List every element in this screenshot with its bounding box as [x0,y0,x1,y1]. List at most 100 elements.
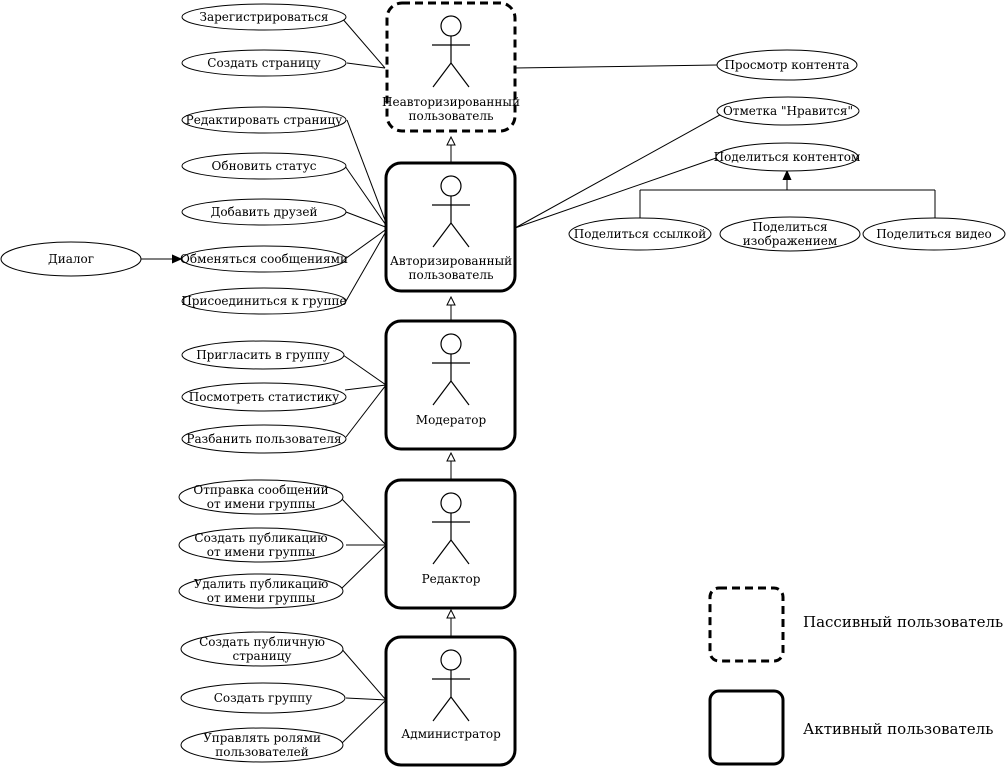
label-line: Поделиться контентом [714,150,861,164]
label-line: пользователь [409,109,494,123]
label-line: Отметка "Нравится" [723,104,853,118]
label-line: страницу [233,649,292,663]
use-case-label: Создать страницу [207,56,320,70]
use-case-label: Зарегистрироваться [199,10,328,24]
use-case-update-status: Обновить статус [181,152,347,180]
use-case-exchange-messages: Обменяться сообщениями [180,245,348,273]
label-line: изображением [743,234,837,248]
label-line: Создать страницу [207,56,320,70]
assoc-add-friends [345,211,389,229]
actor-admin: Администратор [384,635,517,767]
label-line: Отправка сообщений [193,483,328,497]
use-case-label: Отметка "Нравится" [723,104,853,118]
label-line: от имени группы [207,497,316,511]
use-case-add-friends: Добавить друзей [181,198,347,226]
label-line: пользователь [409,268,494,282]
use-case-label: Пригласить в группу [196,348,330,362]
label-line: Удалить публикацию [194,577,329,591]
assoc-register [340,16,386,69]
assoc-view-stats [344,384,387,391]
use-case-label: Диалог [48,252,94,266]
use-case-share-video: Поделиться видео [862,217,1006,251]
actor-editor: Редактор [384,478,517,610]
legend-passive-label: Пассивный пользователь [803,613,1003,631]
use-case-register: Зарегистрироваться [181,3,347,31]
assoc-create-group [345,697,387,701]
label-line: Управлять ролями [203,731,321,745]
label-line: Зарегистрироваться [199,10,328,24]
share-generalization [639,172,936,218]
label-line: Авторизированный [390,254,512,268]
assoc-ban-user [345,384,387,438]
legend-active-label: Активный пользователь [803,720,993,738]
use-case-label: Разбанить пользователя [186,432,341,446]
use-case-create-group: Создать группу [180,682,346,714]
label-line: Просмотр контента [724,58,849,72]
use-case-dialog: Диалог [0,241,142,277]
assoc-delete-post-group [339,544,387,591]
label-line: Создать публикацию [194,531,327,545]
label-line: Обменяться сообщениями [180,252,348,266]
use-case-create-page: Создать страницу [181,49,347,77]
use-case-label: Обменяться сообщениями [180,252,348,266]
stick-figure-icon [432,333,470,406]
label-line: Редактор [422,572,481,586]
actor-label: Редактор [422,572,481,586]
use-case-ban-user: Разбанить пользователя [181,424,347,454]
use-case-view-stats: Посмотреть статистику [181,382,347,412]
assoc-invite-group [342,354,387,386]
label-line: Добавить друзей [211,205,318,219]
label-line: пользователей [215,745,309,759]
legend-passive-swatch [708,586,785,663]
assoc-view-content [514,64,718,69]
use-case-label: Обновить статус [212,159,317,173]
label-line: Администратор [401,727,501,741]
use-case-share: Поделиться контентом [714,142,861,172]
assoc-manage-roles [339,699,387,746]
assoc-exchange-messages [344,227,389,260]
label-line: Присоединиться к группе [181,294,346,308]
use-case-label: Присоединиться к группе [181,294,346,308]
stick-figure-icon [432,175,470,248]
label-line: Обновить статус [212,159,317,173]
legend-active-swatch [708,689,785,766]
legend: Пассивный пользователь Активный пользова… [708,586,1003,766]
assoc-like [514,110,728,229]
label-line: Пригласить в группу [196,348,330,362]
actor-label: Администратор [401,727,501,741]
assoc-send-as-group [339,496,387,546]
assoc-create-page [346,62,386,69]
association-lines [339,16,728,746]
use-case-edit-page: Редактировать страницу [181,106,347,134]
use-case-label: Просмотр контента [724,58,849,72]
label-line: Посмотреть статистику [189,390,339,404]
label-line: Создать публичную [199,635,325,649]
assoc-create-public-page [339,646,387,701]
use-case-label: Создать группу [214,691,313,705]
label-line: Неавторизированный [382,95,520,109]
label-line: Диалог [48,252,94,266]
label-line: Разбанить пользователя [186,432,341,446]
use-case-like: Отметка "Нравится" [716,96,860,126]
use-case-label: Редактировать страницу [186,113,343,127]
assoc-update-status [344,165,389,229]
use-case-share-link: Поделиться ссылкой [568,217,712,251]
label-line: Поделиться ссылкой [574,227,706,241]
